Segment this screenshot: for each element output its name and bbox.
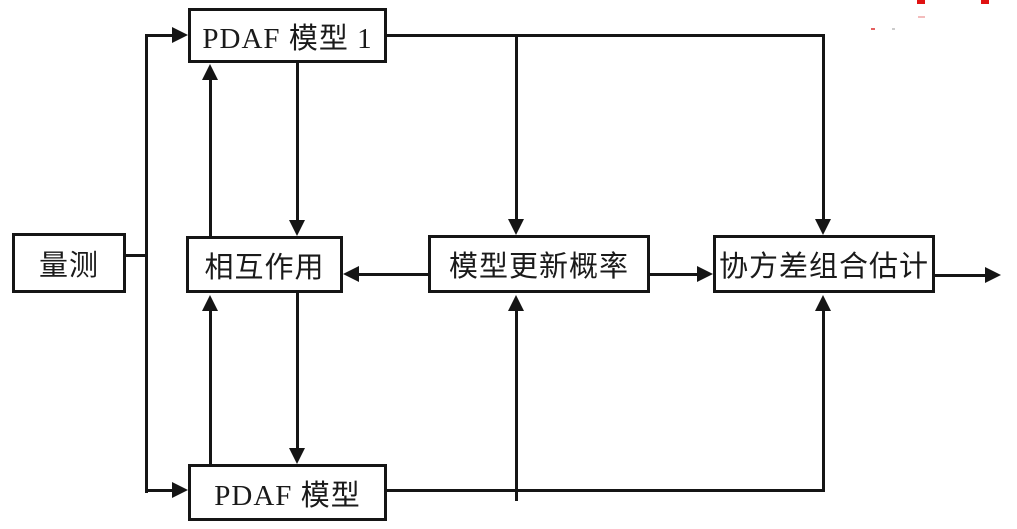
edge-interaction-to-pdaf	[296, 293, 299, 448]
edge-mup-to-interaction	[359, 273, 428, 276]
arrowhead-into-interaction-bottom-icon	[202, 295, 218, 311]
edge-pdaf-to-cov	[822, 311, 825, 489]
edge-measurement-vertical-bus	[145, 34, 148, 493]
scan-dust-artifact	[892, 28, 895, 30]
red-pen-artifact	[871, 28, 875, 30]
edge-pdaf1-to-cov	[822, 37, 825, 219]
arrowhead-into-mup-bottom-icon	[508, 295, 524, 311]
edge-mup-to-cov	[650, 273, 697, 276]
node-pdaf-model-1: PDAF 模型 1	[188, 8, 387, 63]
edge-measurement-stub	[126, 254, 148, 257]
arrowhead-into-pdaf-top-icon	[289, 448, 305, 464]
node-covariance-combined-estimate: 协方差组合估计	[713, 235, 935, 293]
edge-pdaf-to-interaction	[209, 311, 212, 464]
node-measurement: 量测	[12, 233, 126, 293]
arrowhead-into-pdaf1-bottom-icon	[202, 64, 218, 80]
arrowhead-final-output-icon	[985, 267, 1001, 283]
edge-pdaf1-to-mup	[515, 37, 518, 219]
edge-interaction-to-pdaf1	[209, 80, 212, 236]
arrowhead-into-interaction-top-icon	[289, 220, 305, 236]
edge-cov-output	[935, 274, 985, 277]
arrowhead-into-cov-bottom-icon	[815, 295, 831, 311]
arrowhead-into-interaction-right-icon	[343, 266, 359, 282]
edge-pdaf-output-bus	[387, 489, 825, 492]
arrowhead-into-pdaf1-icon	[172, 27, 188, 43]
edge-pdaf1-output-bus	[387, 34, 825, 37]
edge-pdaf-to-mup	[515, 311, 518, 501]
arrowhead-into-pdaf-icon	[172, 482, 188, 498]
edge-measurement-to-pdaf1	[148, 34, 173, 37]
arrowhead-into-cov-left-icon	[697, 266, 713, 282]
arrowhead-into-mup-top-icon	[508, 219, 524, 235]
edge-pdaf1-to-interaction	[296, 63, 299, 220]
red-pen-artifact	[981, 0, 989, 4]
node-interaction: 相互作用	[186, 236, 343, 293]
edge-measurement-to-pdaf	[148, 489, 173, 492]
arrowhead-into-cov-top-icon	[815, 219, 831, 235]
node-pdaf-model: PDAF 模型	[188, 464, 387, 521]
red-pen-artifact	[917, 0, 925, 4]
red-pen-artifact	[918, 16, 925, 18]
node-model-update-probability: 模型更新概率	[428, 235, 650, 293]
